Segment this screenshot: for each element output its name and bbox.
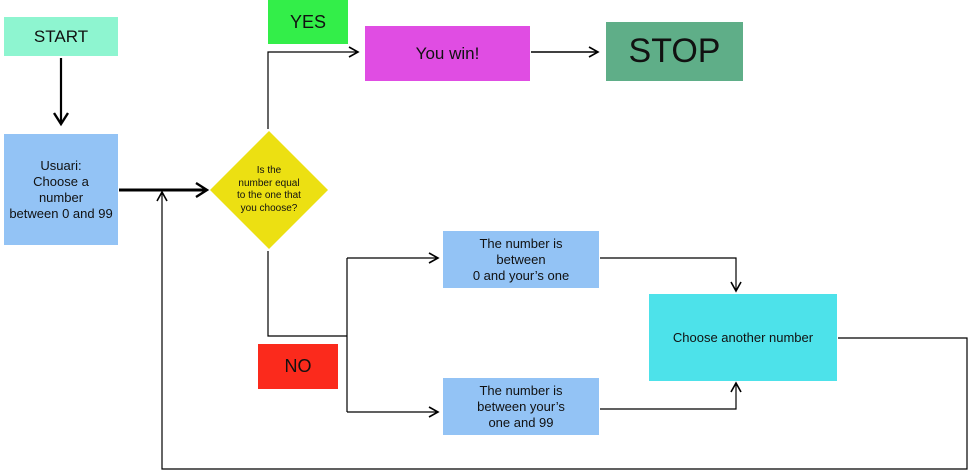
question-line-1: Is the [256,165,282,176]
edge-question-no-trunk [267,251,347,337]
between-low-line-1: The number is [479,235,563,251]
start-label: START [33,26,89,46]
between-low-line-3: 0 and your’s one [472,267,570,283]
yes-label-node: YES [268,0,348,44]
choose-number-node: Usuari: Choose a number between 0 and 99 [4,134,118,245]
choose-line-2: Choose a [33,173,89,189]
between-high-line-2: between your’s [477,398,565,414]
edge-between-high-to-another [600,381,742,410]
edge-between-low-to-another [600,257,742,293]
win-label: You win! [415,43,480,63]
no-label-node: NO [258,344,338,389]
choose-line-4: between 0 and 99 [9,205,113,221]
between-high-line-3: one and 99 [488,414,554,430]
start-node: START [4,17,118,56]
edge-question-to-win [267,46,360,129]
question-line-3: to the one that [237,190,301,201]
choose-line-1: Usuari: [40,157,82,173]
stop-node: STOP [606,22,743,81]
no-label: NO [284,356,312,376]
you-win-node: You win! [365,26,530,81]
edge-another-loop-back [156,190,968,470]
decision-diamond [210,131,328,249]
decision-node: Is the number equal to the one that you … [214,150,324,230]
question-line-2: number equal [238,177,300,189]
between-low-line-2: between [496,251,546,267]
choose-another-node: Choose another number [649,294,837,381]
another-label: Choose another number [672,330,814,345]
question-line-4: you choose? [240,202,298,214]
choose-line-3: number [38,189,84,205]
yes-label: YES [289,11,327,32]
between-high-node: The number is between your’s one and 99 [443,378,599,435]
between-high-line-1: The number is [479,382,563,398]
stop-label: STOP [628,32,721,70]
between-low-node: The number is between 0 and your’s one [443,231,599,288]
